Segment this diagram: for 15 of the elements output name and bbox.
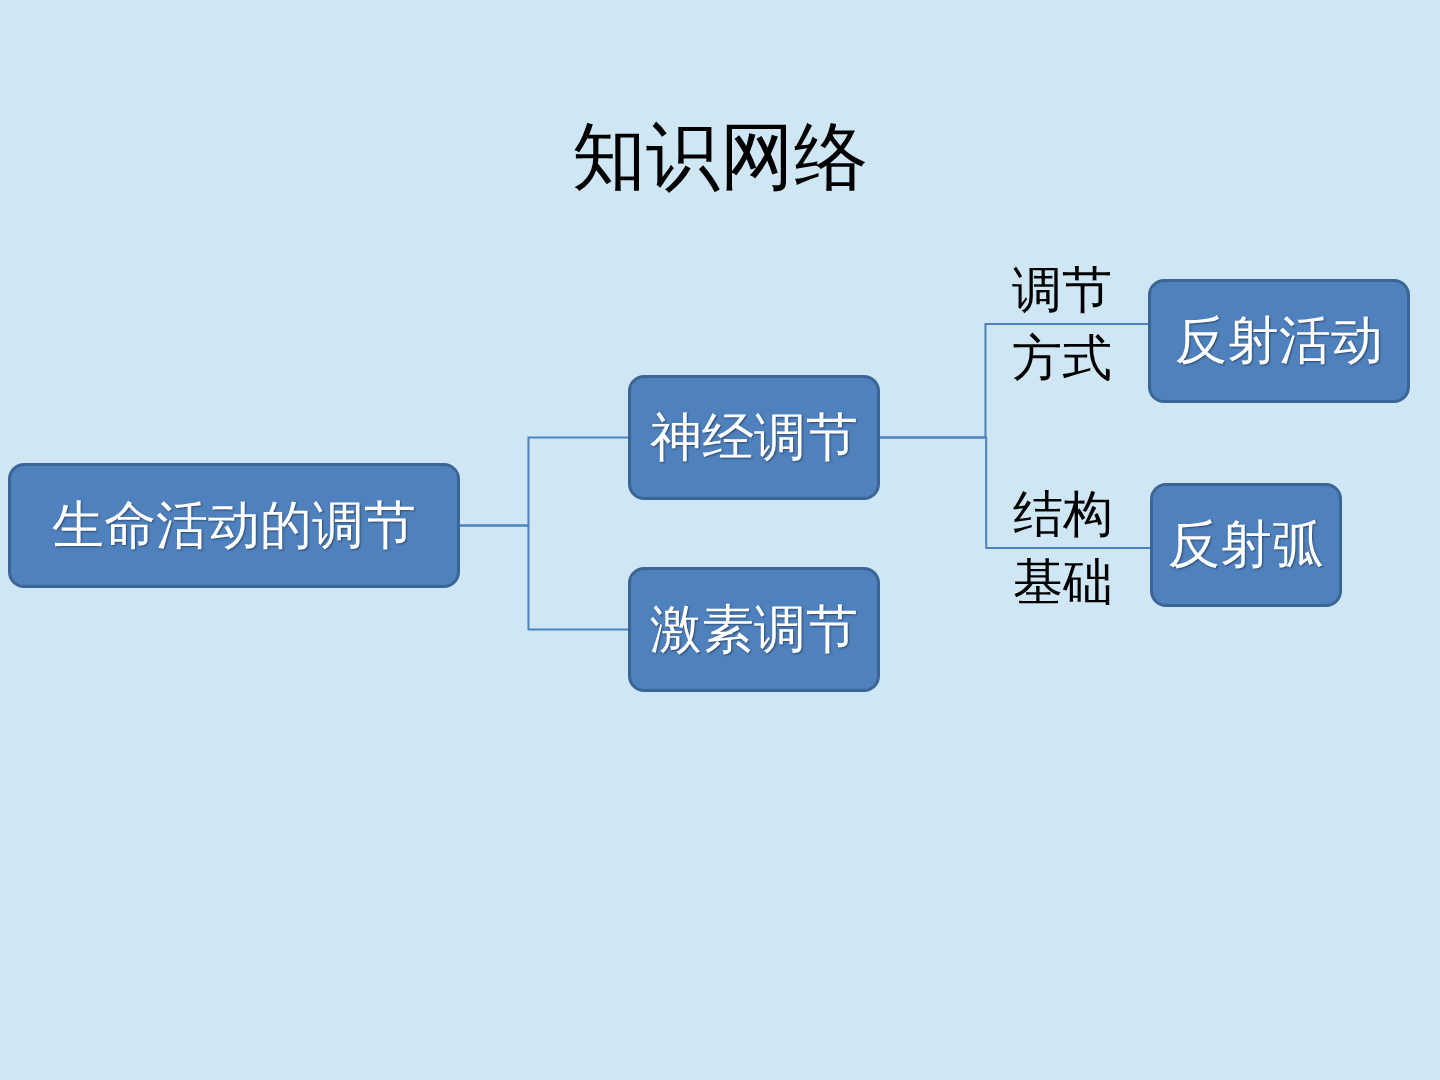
topic-box: [628, 567, 880, 692]
topic-box: [8, 463, 460, 588]
topic-label: 反射活动: [1175, 309, 1383, 372]
topic-label: 反射弧: [1168, 513, 1324, 576]
topic-box: [628, 375, 880, 500]
topic-box: [1148, 279, 1410, 403]
connector-line: [459, 524, 629, 631]
topic-label: 神经调节: [650, 405, 858, 469]
topic-label: 生命活动的调节: [52, 493, 416, 557]
topic-box: [1150, 483, 1342, 607]
connector-line: [879, 436, 1151, 549]
topic-label: 激素调节: [650, 597, 858, 661]
edge-label: 结构基础: [1012, 484, 1115, 613]
edge-label: 调节方式: [1010, 260, 1113, 389]
title: 知识网络: [571, 112, 869, 201]
